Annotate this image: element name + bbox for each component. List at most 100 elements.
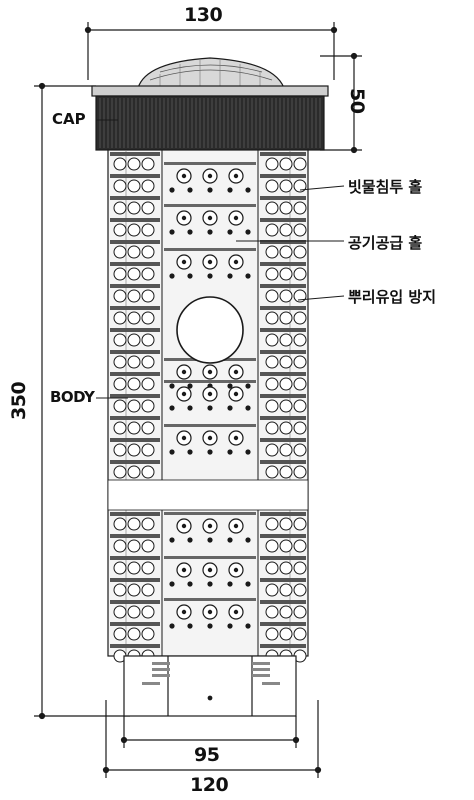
rain-hole [127, 245, 141, 259]
rain-hole [113, 465, 127, 479]
rain-hole [265, 157, 279, 171]
rain-hole [141, 223, 155, 237]
rain-hole [293, 223, 307, 237]
rain-hole [141, 245, 155, 259]
rain-hole [265, 465, 279, 479]
rain-hole [113, 517, 127, 531]
rain-hole [113, 333, 127, 347]
rain-hole [141, 465, 155, 479]
cap-dome [137, 57, 285, 89]
body [107, 149, 309, 663]
rain-hole [127, 377, 141, 391]
rain-hole [279, 443, 293, 457]
rain-hole [127, 289, 141, 303]
rain-hole [113, 289, 127, 303]
rain-hole [293, 311, 307, 325]
rain-hole [113, 311, 127, 325]
rain-hole [127, 605, 141, 619]
rain-hole [141, 627, 155, 641]
rain-hole [265, 245, 279, 259]
rain-hole [279, 399, 293, 413]
dimension-cap-height [320, 52, 362, 154]
rain-hole [127, 201, 141, 215]
rain-hole [293, 561, 307, 575]
rain-hole [279, 245, 293, 259]
rain-hole [265, 539, 279, 553]
rain-hole [127, 267, 141, 281]
rain-hole [127, 539, 141, 553]
dimension-base-width [120, 716, 300, 748]
rain-hole [293, 517, 307, 531]
leader-lines [96, 119, 345, 399]
rain-hole [265, 377, 279, 391]
rain-hole [279, 517, 293, 531]
rain-hole [293, 201, 307, 215]
rain-hole [279, 561, 293, 575]
cap-height-value: 50 [346, 88, 368, 114]
rain-hole [113, 267, 127, 281]
rain-hole [293, 179, 307, 193]
rain-hole [113, 355, 127, 369]
rain-hole [141, 289, 155, 303]
rain-hole [293, 377, 307, 391]
rain-hole [127, 157, 141, 171]
base [123, 655, 297, 717]
body-label: BODY [50, 388, 95, 406]
rain-hole [293, 333, 307, 347]
rain-hole [141, 443, 155, 457]
rain-hole [141, 399, 155, 413]
rain-hole [141, 421, 155, 435]
rain-hole [293, 245, 307, 259]
rain-hole [141, 267, 155, 281]
rain-hole [279, 267, 293, 281]
rain-hole [141, 311, 155, 325]
rain-hole [265, 223, 279, 237]
rain-hole [293, 605, 307, 619]
rain-hole [279, 355, 293, 369]
rain-hole [265, 333, 279, 347]
cap-label: CAP [52, 110, 86, 128]
rain-hole [141, 333, 155, 347]
rain-hole [265, 179, 279, 193]
rain-hole [141, 355, 155, 369]
rain-hole [127, 179, 141, 193]
total-height-value: 350 [8, 381, 30, 420]
rain-hole [113, 377, 127, 391]
rain-hole [293, 157, 307, 171]
rain-hole [113, 245, 127, 259]
rain-hole [279, 465, 293, 479]
rain-hole [127, 311, 141, 325]
rain-hole [279, 539, 293, 553]
rain-hole [113, 539, 127, 553]
root-block-opening [176, 296, 244, 364]
rain-hole [265, 517, 279, 531]
rain-hole [113, 201, 127, 215]
rain-hole [113, 157, 127, 171]
rain-hole [113, 561, 127, 575]
rain-hole [141, 377, 155, 391]
rain-hole [265, 267, 279, 281]
base-width-value: 95 [194, 744, 220, 766]
rain-hole [279, 605, 293, 619]
rain-hole [141, 583, 155, 597]
rain-hole [127, 399, 141, 413]
rain-hole [279, 583, 293, 597]
rain-hole [265, 583, 279, 597]
rain-hole [113, 605, 127, 619]
root-block-label: 뿌리유입 방지 [348, 288, 437, 306]
rain-hole [113, 627, 127, 641]
dimension-bottom-width [102, 700, 322, 778]
rain-hole [265, 311, 279, 325]
air-hole-label: 공기공급 홀 [348, 234, 423, 252]
rain-hole [265, 201, 279, 215]
rain-hole [265, 355, 279, 369]
rain-hole [127, 627, 141, 641]
rain-hole [265, 421, 279, 435]
rain-hole [293, 289, 307, 303]
rain-hole [279, 627, 293, 641]
rain-hole [293, 267, 307, 281]
rain-hole [113, 421, 127, 435]
rain-hole [265, 605, 279, 619]
rain-hole [141, 157, 155, 171]
